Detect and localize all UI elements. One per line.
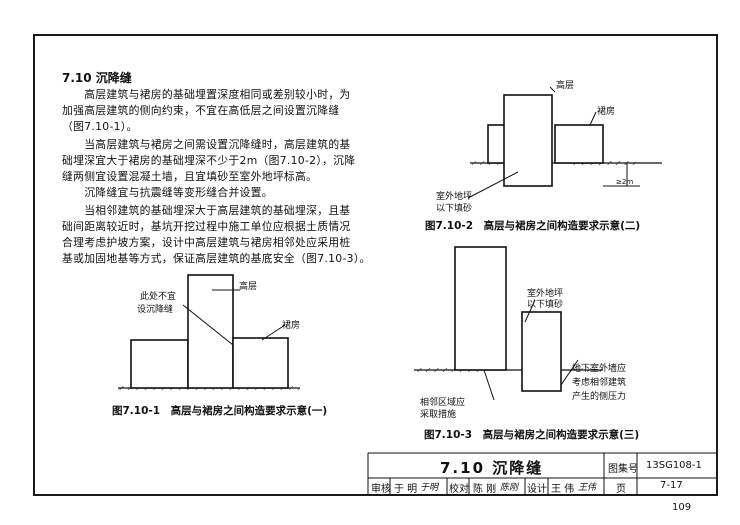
fig1-note-line1: 此处不宜 xyxy=(140,292,177,302)
fig2-note-line2: 以下填砂 xyxy=(436,204,473,214)
fig1-label-high: 高层 xyxy=(239,282,258,292)
fig1-caption: 图7.10-1 高层与裙房之间构造要求示意(一) xyxy=(112,405,328,417)
reviewer-signature: 于明 xyxy=(420,483,439,493)
check-label: 校对 xyxy=(449,484,469,495)
fig3-note-b-line3: 产生的侧压力 xyxy=(572,392,627,402)
fig2-label-podium: 裙房 xyxy=(597,107,616,117)
fig3-caption: 图7.10-3 高层与裙房之间构造要求示意(三) xyxy=(424,429,640,441)
title-block-lines xyxy=(367,452,716,494)
paragraph-line: 沉降缝宜与抗震缝等变形缝合并设置。 xyxy=(62,186,273,199)
figure-1-diagram xyxy=(118,274,300,390)
fig1-label-podium: 裙房 xyxy=(282,321,301,331)
fig3-note-a-line1: 室外地坪 xyxy=(527,289,564,299)
drawing-frame xyxy=(33,34,718,496)
fig3-note-c-line2: 采取措施 xyxy=(420,410,457,420)
fig3-note-b-line2: 考虑相邻建筑 xyxy=(572,378,627,388)
fig2-dimension: ≥2m xyxy=(616,178,634,186)
fig1-note-line2: 设沉降缝 xyxy=(137,305,174,315)
paragraph-line: 当高层建筑与裙房之间需设置沉降缝时，高层建筑的基 xyxy=(62,138,351,151)
fig2-caption: 图7.10-2 高层与裙房之间构造要求示意(二) xyxy=(425,220,641,232)
title-block-title: 7.10 沉降缝 xyxy=(440,459,544,477)
page-number-cell: 7-17 xyxy=(660,480,683,491)
paragraph-line: 加强高层建筑的侧向约束，不宜在高低层之间设置沉降缝 xyxy=(62,104,340,117)
design-label: 设计 xyxy=(527,484,547,495)
fig3-note-c-line1: 相邻区域应 xyxy=(420,398,466,408)
checker-name: 陈 刚 xyxy=(473,484,497,495)
fig3-note-a-line2: 以下填砂 xyxy=(527,300,564,310)
page-label: 页 xyxy=(616,484,626,495)
designer-name: 王 伟 xyxy=(551,484,575,495)
review-label: 审核 xyxy=(371,484,391,495)
paragraph-line: 基或加固地基等方式，保证高层建筑的基底安全（图7.10-3）。 xyxy=(62,252,371,265)
page-number: 109 xyxy=(672,502,692,513)
checker-signature: 陈刚 xyxy=(500,483,519,493)
paragraph-line: 础间距离较近时，基坑开挖过程中施工单位应根据土质情况 xyxy=(62,220,351,233)
paragraph-line: 缝两侧宜设置混凝土墙，且宜填砂至室外地坪标高。 xyxy=(62,170,318,183)
paragraph-line: 当相邻建筑的基础埋深大于高层建筑的基础埋深，且基 xyxy=(62,204,351,217)
paragraph-line: 高层建筑与裙房的基础埋置深度相同或差别较小时，为 xyxy=(62,88,351,101)
atlas-number: 13SG108-1 xyxy=(646,460,702,471)
fig2-label-high: 高层 xyxy=(556,81,575,91)
atlas-label: 图集号 xyxy=(608,464,638,475)
paragraph-line: （图7.10-1）。 xyxy=(62,120,138,133)
figure-3-diagram xyxy=(414,246,603,401)
fig2-note-line1: 室外地坪 xyxy=(436,192,473,202)
fig3-note-b-line1: 地下室外墙应 xyxy=(572,364,627,374)
designer-signature: 王伟 xyxy=(578,483,597,493)
reviewer-name: 于 明 xyxy=(394,484,418,495)
figure-2-diagram xyxy=(467,86,662,199)
paragraph-line: 合理考虑护坡方案，设计中高层建筑与裙房相邻处应采用桩 xyxy=(62,236,351,249)
section-heading: 7.10 沉降缝 xyxy=(62,71,132,85)
paragraph-line: 础埋深宜大于裙房的基础埋深不少于2m（图7.10-2），沉降 xyxy=(62,154,356,167)
